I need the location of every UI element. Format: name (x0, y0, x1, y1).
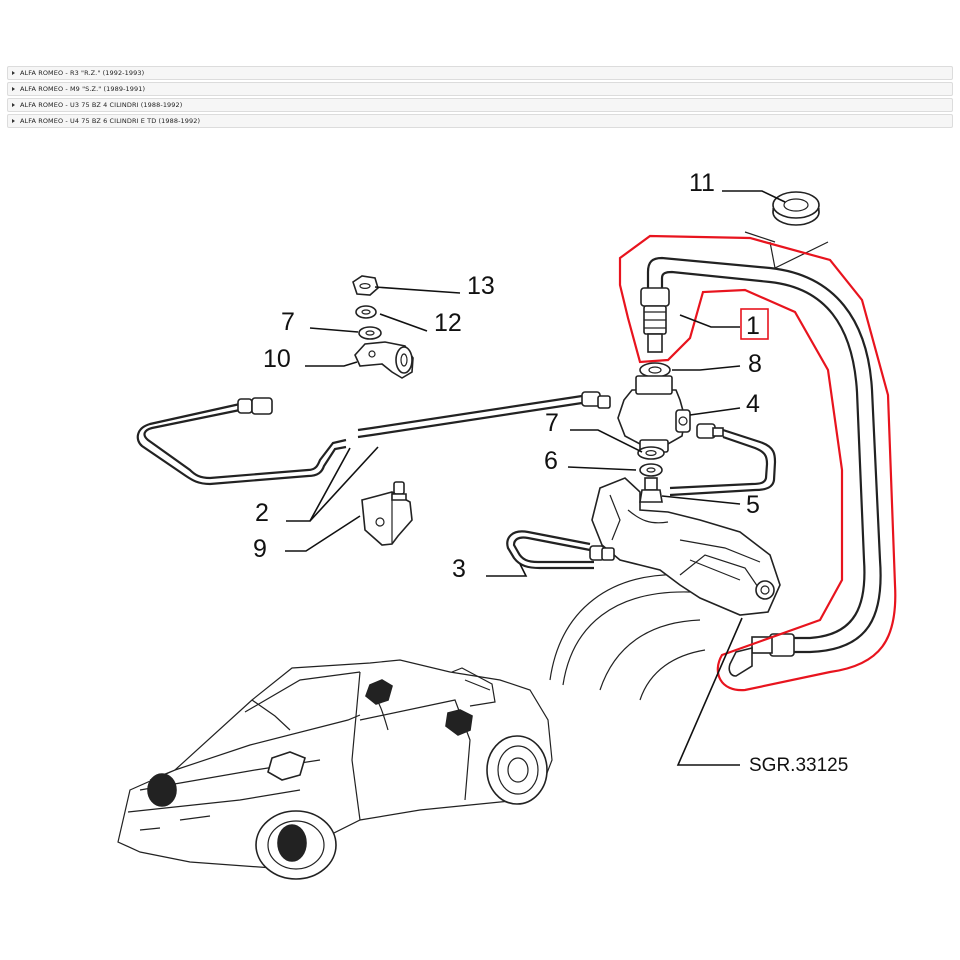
callout-10: 10 (263, 345, 291, 373)
union-tee-part-4 (617, 375, 691, 453)
model-row-r3[interactable]: ALFA ROMEO - R3 "R.Z." (1992-1993) (7, 66, 953, 80)
leader-lines (285, 190, 786, 766)
brake-pipe-part-3 (506, 530, 615, 570)
caret-right-icon (12, 71, 15, 75)
caret-right-icon (12, 87, 15, 91)
washer-part-7-lower (637, 446, 665, 460)
model-row-m9[interactable]: ALFA ROMEO - M9 "S.Z." (1989-1991) (7, 82, 953, 96)
callout-1-box (740, 308, 769, 340)
model-label: ALFA ROMEO - R3 "R.Z." (1992-1993) (20, 69, 145, 77)
callout-9: 9 (253, 535, 267, 563)
brake-pipe-part-2 (136, 391, 611, 486)
part-1-highlight (618, 234, 897, 692)
callout-2: 2 (255, 499, 269, 527)
callout-8: 8 (748, 350, 762, 378)
brake-pipe-right (669, 423, 777, 497)
caret-right-icon (12, 103, 15, 107)
caret-right-icon (12, 119, 15, 123)
washer-part-8 (639, 362, 671, 378)
model-label: ALFA ROMEO - U3 75 BZ 4 CILINDRI (1988-1… (20, 101, 183, 109)
nut-part-6 (639, 463, 663, 477)
model-label: ALFA ROMEO - U4 75 BZ 6 CILINDRI E TD (1… (20, 117, 201, 125)
model-list: ALFA ROMEO - R3 "R.Z." (1992-1993) ALFA … (7, 66, 953, 130)
car-drawing (117, 659, 553, 880)
callout-7-upper: 7 (281, 308, 295, 336)
callout-4: 4 (746, 390, 760, 418)
grommet-part-11 (772, 191, 820, 226)
brake-disc-drawing (549, 573, 706, 701)
model-label: ALFA ROMEO - M9 "S.Z." (1989-1991) (20, 85, 146, 93)
brake-caliper-drawing (591, 477, 781, 616)
callout-7-lower: 7 (545, 409, 559, 437)
bracket-part-9 (361, 481, 413, 546)
washer-part-7-upper (358, 326, 382, 340)
callout-13: 13 (467, 272, 495, 300)
bolt-part-5 (639, 477, 663, 503)
model-row-u3[interactable]: ALFA ROMEO - U3 75 BZ 4 CILINDRI (1988-1… (7, 98, 953, 112)
nut-part-13 (352, 275, 379, 296)
diagram-reference: SGR.33125 (749, 755, 848, 776)
callout-6: 6 (544, 447, 558, 475)
callout-12: 12 (434, 309, 462, 337)
model-row-u4[interactable]: ALFA ROMEO - U4 75 BZ 6 CILINDRI E TD (1… (7, 114, 953, 128)
washer-part-12 (355, 305, 377, 319)
clip-part-10 (354, 341, 414, 379)
callout-11: 11 (689, 169, 715, 197)
callout-1: 1 (746, 312, 760, 340)
callout-5: 5 (746, 491, 760, 519)
brake-hose-part-1 (640, 231, 882, 677)
callout-3: 3 (452, 555, 466, 583)
